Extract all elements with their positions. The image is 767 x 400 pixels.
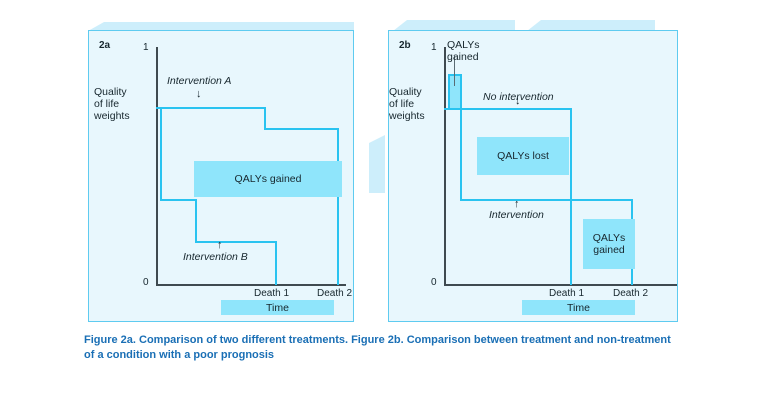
decorative-ribbon-left <box>88 22 354 31</box>
decorative-ribbon-right <box>527 20 655 31</box>
curve-intervention-a-death2 <box>337 128 339 285</box>
arrow-down-icon-intervention-a: ↓ <box>196 88 202 100</box>
y-axis-title-line3-2b: weights <box>389 110 425 122</box>
annotation-intervention-b: Intervention B <box>183 251 248 263</box>
y-axis-title-line2-2a: of life <box>94 98 120 110</box>
x-tick-death1-2a: Death 1 <box>254 288 290 299</box>
y-axis-2a <box>156 47 158 285</box>
y-tick-min-2a: 0 <box>143 277 149 288</box>
y-tick-max-2b: 1 <box>431 42 437 53</box>
y-axis-title-line1-2a: Quality <box>94 86 127 98</box>
block-qalys-gained-line1-2b: QALYs <box>592 232 626 244</box>
curve-intervention-a-drop1 <box>264 107 266 130</box>
y-axis-title-line2-2b: of life <box>389 98 415 110</box>
chart-panel-2b: 2b 1 0 Quality of life weights QALYs gai… <box>388 30 678 322</box>
curve-intervention-a-seg1 <box>156 107 266 109</box>
curve-intervention-b-death1 <box>275 241 277 285</box>
curve-intervention-b-start <box>160 107 162 201</box>
arrow-up-icon-intervention-b: ↑ <box>217 239 223 251</box>
curve-intervention-b-drop1 <box>195 199 197 243</box>
figure-caption: Figure 2a. Comparison of two different t… <box>84 334 671 361</box>
y-axis-title-line1-2b: Quality <box>389 86 422 98</box>
y-axis-2b <box>444 47 446 285</box>
arrow-up-icon-intervention-2b: ↑ <box>514 198 520 210</box>
block-qalys-gained-2b: QALYs gained <box>583 219 635 269</box>
curve-intervention-b-seg2 <box>195 241 277 243</box>
x-axis-title-2b: Time <box>522 300 635 315</box>
x-axis-2b <box>444 284 677 286</box>
arrow-down-icon-no-intervention: ↓ <box>515 95 521 107</box>
y-tick-max-2a: 1 <box>143 42 149 53</box>
block-qalys-gained-2a: QALYs gained <box>194 161 342 197</box>
chart-panel-2a: 2a 1 0 Quality of life weights QALYs gai… <box>88 30 354 322</box>
x-tick-death1-2b: Death 1 <box>549 288 585 299</box>
x-axis-title-2a: Time <box>221 300 334 315</box>
x-tick-death2-2a: Death 2 <box>317 288 353 299</box>
decorative-ribbon-gap <box>369 135 385 193</box>
y-axis-title-line3-2a: weights <box>94 110 130 122</box>
marker-label-line2-2b: gained <box>447 51 479 63</box>
curve-intervention-seg1-2b <box>460 199 633 201</box>
panel-id-2b: 2b <box>399 40 411 51</box>
marker-leader-line-2b <box>454 56 455 86</box>
curve-intervention-a-seg2 <box>264 128 339 130</box>
annotation-intervention-2b: Intervention <box>489 209 544 221</box>
y-axis-title-2b: Quality of life weights <box>389 86 425 122</box>
y-axis-title-2a: Quality of life weights <box>94 86 130 122</box>
curve-intervention-b-seg1 <box>160 199 197 201</box>
y-tick-min-2b: 0 <box>431 277 437 288</box>
decorative-ribbon-mid <box>393 20 515 31</box>
panel-id-2a: 2a <box>99 40 111 51</box>
annotation-intervention-a: Intervention A <box>167 75 232 87</box>
marker-label-2b: QALYs gained <box>447 39 479 63</box>
block-qalys-gained-line2-2b: gained <box>593 244 625 256</box>
block-qalys-lost-2b: QALYs lost <box>477 137 569 175</box>
curve-intervention-start-2b <box>460 74 462 201</box>
x-tick-death2-2b: Death 2 <box>613 288 649 299</box>
annotation-no-intervention: No intervention <box>483 91 554 103</box>
curve-no-intervention-seg1 <box>444 108 572 110</box>
x-axis-2a <box>156 284 346 286</box>
marker-label-line1-2b: QALYs <box>447 39 480 51</box>
curve-no-intervention-death1 <box>570 108 572 285</box>
